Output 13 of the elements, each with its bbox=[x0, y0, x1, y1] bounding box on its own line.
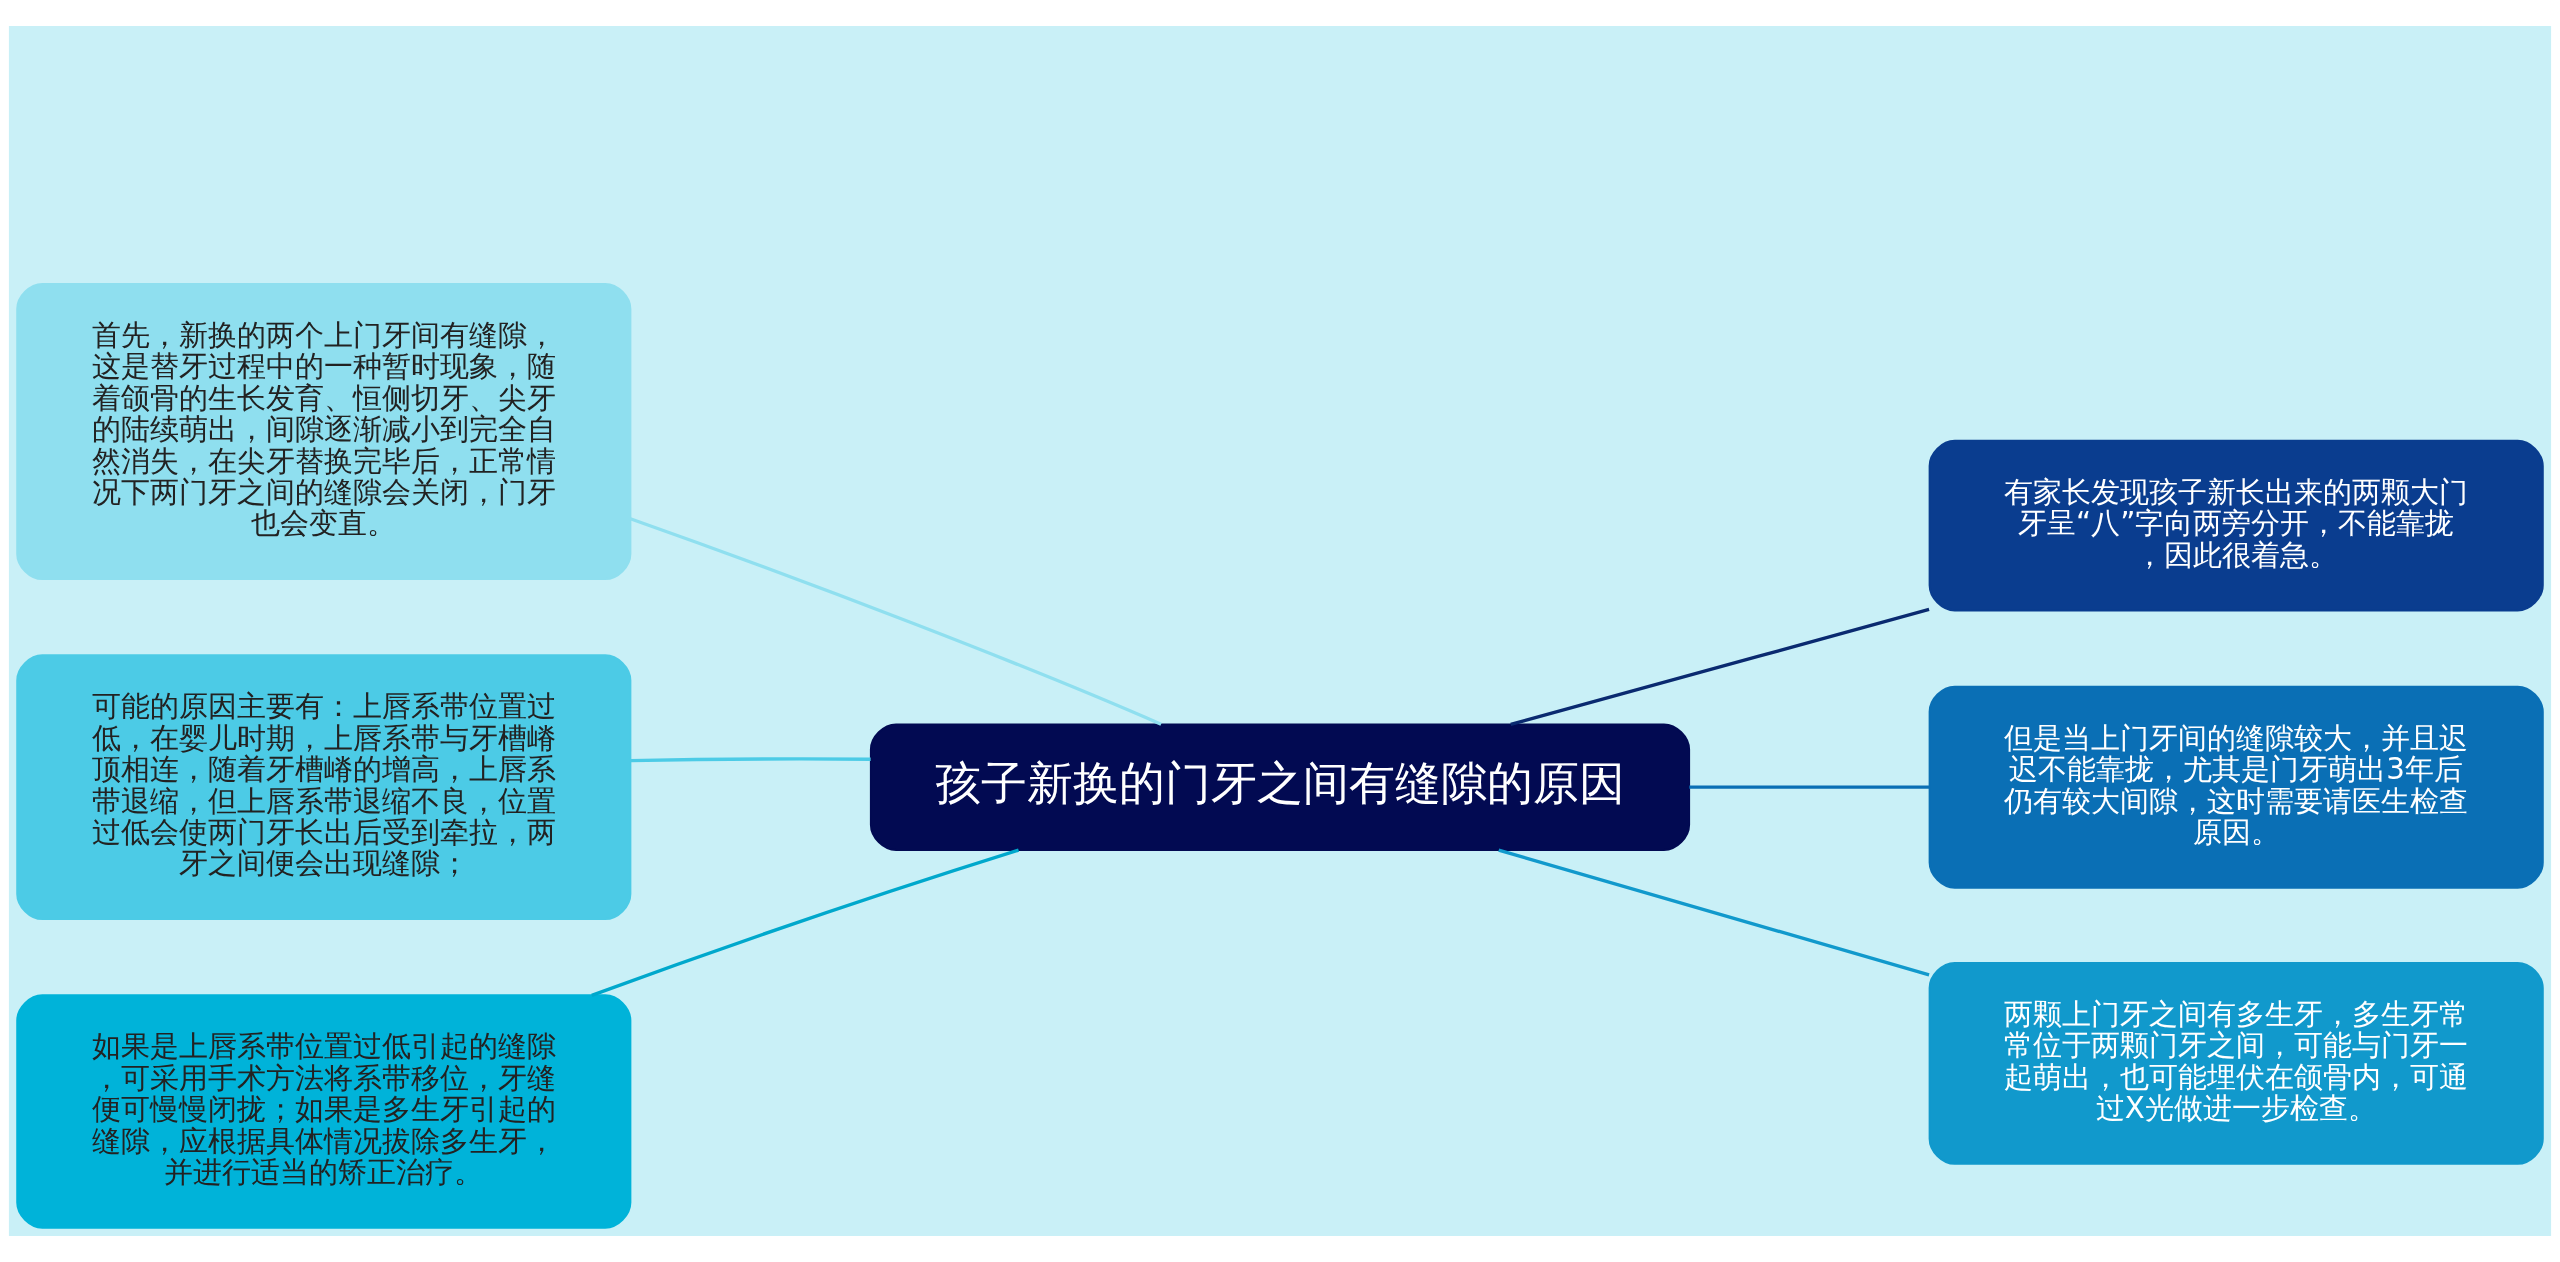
node-box: 可能的原因主要有：上唇系带位置过低，在婴儿时期，上唇系带与牙槽嵴顶相连，随着牙槽嵴的增高，上唇系带退缩，但上唇系带退缩不良，位置过低会使两门牙长出后受到牵拉，两牙之间便会出现缝隙； bbox=[16, 654, 632, 921]
connector bbox=[629, 517, 1162, 726]
connector bbox=[591, 848, 1020, 997]
node-box: 孩子新换的门牙之间有缝隙的原因 bbox=[869, 723, 1691, 851]
node-box: 如果是上唇系带位置过低引起的缝隙，可采用手术方法将系带移位，牙缝便可慢慢闭拢；如果是多生牙引起的缝隙，应根据具体情况拔除多生牙，并进行适当的矫正治疗。 bbox=[16, 994, 632, 1229]
node-box: 但是当上门牙间的缝隙较大，并且迟迟不能靠拢，尤其是门牙萌出3年后仍有较大间隙，这时需要请医生检查原因。 bbox=[1928, 685, 2544, 889]
node-box: 有家长发现孩子新长出来的两颗大门牙呈“八”字向两旁分开，不能靠拢，因此很着急。 bbox=[1928, 439, 2544, 612]
connector bbox=[1510, 607, 1930, 726]
connector bbox=[1498, 848, 1930, 977]
connector bbox=[630, 757, 871, 763]
node-box: 两颗上门牙之间有多生牙，多生牙常常位于两颗门牙之间，可能与门牙一起萌出，也可能埋伏在颌骨内，可通过X光做进一步检查。 bbox=[1928, 961, 2544, 1165]
connector bbox=[1689, 785, 1930, 789]
node-box: 首先，新换的两个上门牙间有缝隙，这是替牙过程中的一种暂时现象，随着颌骨的生长发育、恒侧切牙、尖牙的陆续萌出，间隙逐渐减小到完全自然消失，在尖牙替换完毕后，正常情况下两门牙之间的缝隙会关闭，门牙也会变直。 bbox=[16, 282, 632, 581]
